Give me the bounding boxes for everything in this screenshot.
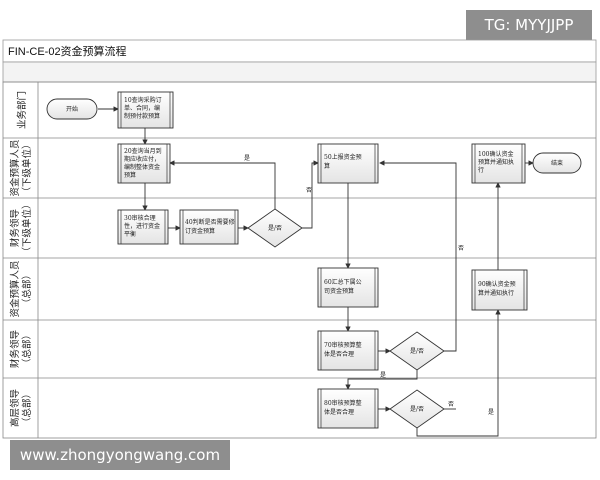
edge-label-no-right: 否	[458, 245, 464, 252]
step-100: 100确认资金 预算并通知执 行	[471, 143, 526, 184]
svg-text:是/否: 是/否	[410, 348, 424, 355]
watermark-bottom: www.zhongyongwang.com	[10, 440, 230, 470]
edge-label-no-d3: 否	[448, 401, 454, 408]
step-90: 90确认资金预 算并通知执行	[471, 269, 528, 311]
svg-text:（下级单位）: （下级单位）	[21, 199, 33, 256]
svg-text:是/否: 是/否	[410, 406, 424, 413]
svg-text:20查询当月到: 20查询当月到	[124, 147, 162, 155]
end-node: 结束	[532, 152, 582, 174]
svg-text:预算并通知执: 预算并通知执	[478, 158, 514, 166]
edge-label-yes-top: 是	[244, 155, 250, 162]
svg-text:90确认资金预: 90确认资金预	[478, 280, 516, 288]
svg-text:财务领导: 财务领导	[9, 209, 21, 247]
connectors	[98, 106, 534, 437]
step-70: 70审核预算整 体是否合理	[317, 330, 379, 371]
svg-text:30审核合理: 30审核合理	[124, 214, 156, 222]
svg-text:资金预算人员: 资金预算人员	[9, 139, 21, 196]
header-band	[2, 61, 597, 83]
watermark-top: TG: MYYJJPP	[466, 10, 592, 40]
step-50: 50上报资金预 算	[317, 143, 379, 184]
lane-label-finance-lead-hq: 财务领导 （总部）	[9, 330, 33, 368]
lane-label-finance-lead-sub: 财务领导 （下级单位）	[9, 199, 33, 256]
svg-text:司资金预算: 司资金预算	[324, 287, 354, 295]
svg-text:（总部）: （总部）	[21, 270, 33, 308]
svg-text:是/否: 是/否	[268, 225, 282, 232]
step-60: 60汇总下属公 司资金预算	[317, 267, 379, 308]
start-node: 开始	[46, 98, 98, 120]
svg-text:60汇总下属公: 60汇总下属公	[324, 278, 362, 286]
edge-label-yes-d3: 是	[488, 409, 494, 416]
svg-text:订资金预算: 订资金预算	[185, 227, 215, 235]
decision-1: 是/否	[247, 208, 303, 248]
svg-text:期应收应付，: 期应收应付，	[124, 155, 160, 163]
step-20: 20查询当月到 期应收应付， 编制整体资金 预算	[117, 143, 171, 184]
svg-text:财务领导: 财务领导	[9, 330, 21, 368]
svg-text:预算: 预算	[124, 171, 136, 179]
svg-text:行: 行	[478, 166, 484, 174]
decision-3: 是/否	[389, 389, 445, 429]
svg-text:体是否合理: 体是否合理	[324, 408, 354, 416]
svg-text:开始: 开始	[66, 105, 78, 113]
svg-text:体是否合理: 体是否合理	[324, 350, 354, 358]
lane-label-budget-staff-hq: 资金预算人员 （总部）	[9, 260, 33, 317]
svg-text:（下级单位）: （下级单位）	[21, 139, 33, 196]
step-30: 30审核合理 性，进行资金 平衡	[117, 209, 169, 245]
edge-label-no-mid: 否	[306, 187, 312, 194]
svg-text:70审核预算整: 70审核预算整	[324, 341, 362, 349]
svg-text:100确认资金: 100确认资金	[478, 150, 513, 158]
svg-text:（总部）: （总部）	[21, 389, 33, 427]
svg-text:性，进行资金: 性，进行资金	[124, 222, 160, 230]
step-10: 10查询采购订 单、合同，编 制预付款预算	[117, 91, 174, 129]
svg-text:40判断是否需要修: 40判断是否需要修	[185, 218, 235, 226]
svg-text:算: 算	[324, 162, 330, 170]
step-80: 80审核预算整 体是否合理	[317, 388, 379, 429]
svg-text:算并通知执行: 算并通知执行	[478, 289, 514, 297]
svg-text:单、合同，编: 单、合同，编	[124, 104, 160, 112]
svg-text:平衡: 平衡	[124, 230, 136, 238]
svg-text:50上报资金预: 50上报资金预	[324, 153, 362, 161]
lane-label-budget-staff-sub: 资金预算人员 （下级单位）	[9, 139, 33, 196]
svg-text:资金预算人员: 资金预算人员	[9, 260, 21, 317]
svg-text:10查询采购订: 10查询采购订	[124, 96, 162, 104]
diagram-title: FIN-CE-02资金预算流程	[8, 44, 127, 58]
svg-text:80审核预算整: 80审核预算整	[324, 399, 362, 407]
svg-text:高层领导: 高层领导	[9, 389, 21, 427]
svg-text:业务部门: 业务部门	[16, 91, 28, 129]
lane-label-business-dept: 业务部门	[16, 91, 28, 129]
lane-label-senior-lead-hq: 高层领导 （总部）	[9, 389, 33, 427]
step-40: 40判断是否需要修 订资金预算	[179, 209, 239, 245]
svg-text:编制整体资金: 编制整体资金	[124, 163, 160, 171]
swimlanes	[2, 81, 597, 439]
svg-text:（总部）: （总部）	[21, 330, 33, 368]
edge-label-yes-d2: 是	[380, 372, 386, 379]
decision-2: 是/否	[389, 331, 445, 371]
svg-text:结束: 结束	[551, 159, 563, 167]
svg-text:制预付款预算: 制预付款预算	[124, 112, 160, 120]
